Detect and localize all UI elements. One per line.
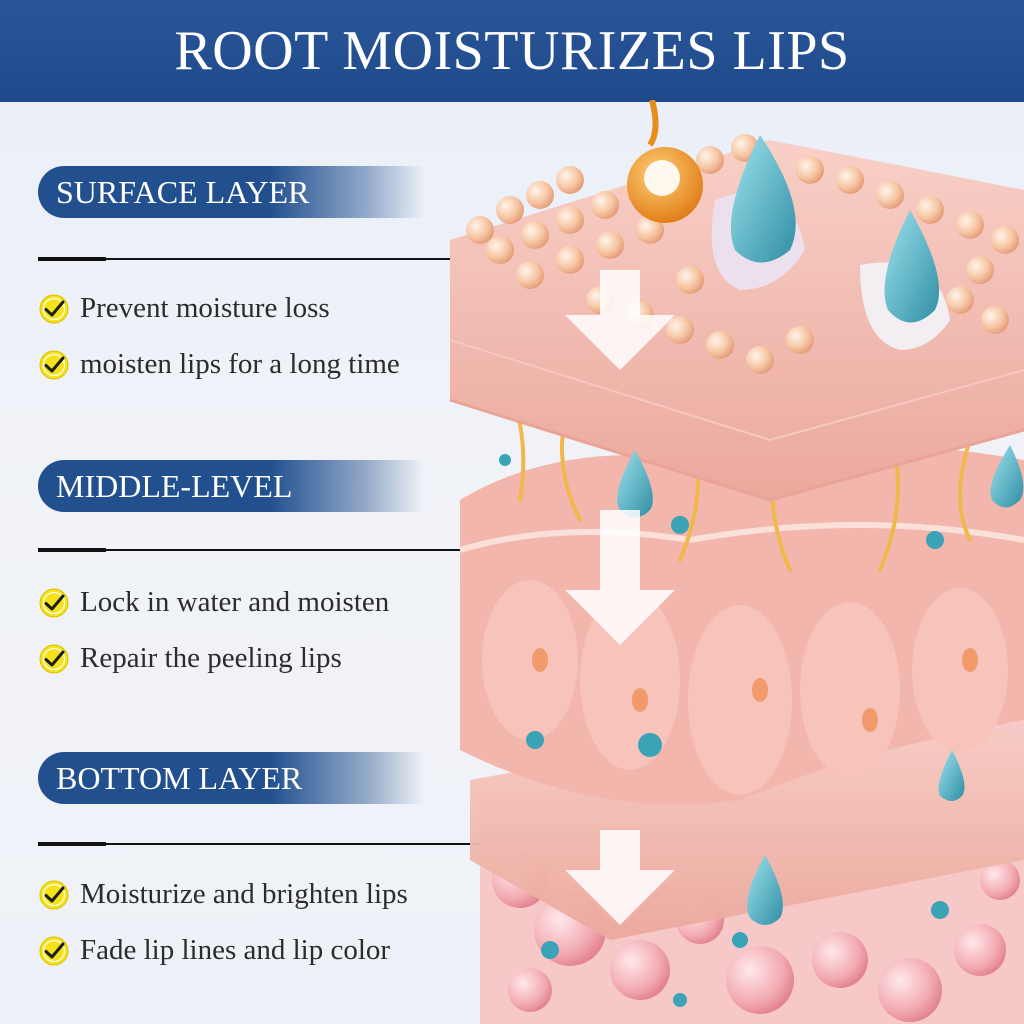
bullet-text: Repair the peeling lips (80, 642, 342, 674)
bullet-text: Prevent moisture loss (80, 292, 330, 324)
check-circle-icon (39, 588, 69, 617)
section-label: SURFACE LAYER (38, 166, 424, 218)
bullet-item: Prevent moisture loss (38, 292, 330, 325)
droplet-icon (990, 445, 1024, 508)
arrow-down-icon (565, 270, 675, 370)
droplet-icon (938, 750, 965, 801)
bullet-item: Repair the peeling lips (38, 642, 342, 675)
bullet-text: Moisturize and brighten lips (80, 878, 408, 910)
arrow-down-icon (565, 510, 675, 645)
arrow-down-icon (565, 830, 675, 925)
check-circle-icon (39, 350, 69, 379)
surface-layer (449, 140, 1024, 502)
section-label: MIDDLE-LEVEL (38, 460, 424, 512)
check-circle-icon (39, 644, 69, 673)
droplet-icon (747, 855, 783, 925)
bullet-item: Lock in water and moisten (38, 586, 389, 619)
bullet-item: Fade lip lines and lip color (38, 934, 390, 967)
page-title: ROOT MOISTURIZES LIPS (174, 20, 850, 82)
droplet-icon (860, 210, 950, 350)
droplet-icon (617, 450, 653, 518)
golden-drop-icon (627, 100, 703, 223)
check-circle-icon (39, 936, 69, 965)
bullet-item: Moisturize and brighten lips (38, 878, 408, 911)
bullet-text: Lock in water and moisten (80, 586, 390, 618)
bullet-item: moisten lips for a long time (38, 348, 400, 381)
check-circle-icon (39, 880, 69, 909)
bullet-text: moisten lips for a long time (80, 348, 400, 380)
surface-beads (466, 134, 1019, 374)
section-label: BOTTOM LAYER (38, 752, 424, 804)
droplet-icon (711, 135, 805, 290)
pointer-line (38, 538, 518, 562)
skin-layers-illustration (449, 100, 1024, 1024)
bullet-text: Fade lip lines and lip color (80, 934, 391, 966)
title-banner: ROOT MOISTURIZES LIPS (0, 0, 1024, 102)
check-circle-icon (39, 294, 69, 323)
pointer-line (38, 247, 518, 271)
pointer-line (38, 832, 518, 856)
